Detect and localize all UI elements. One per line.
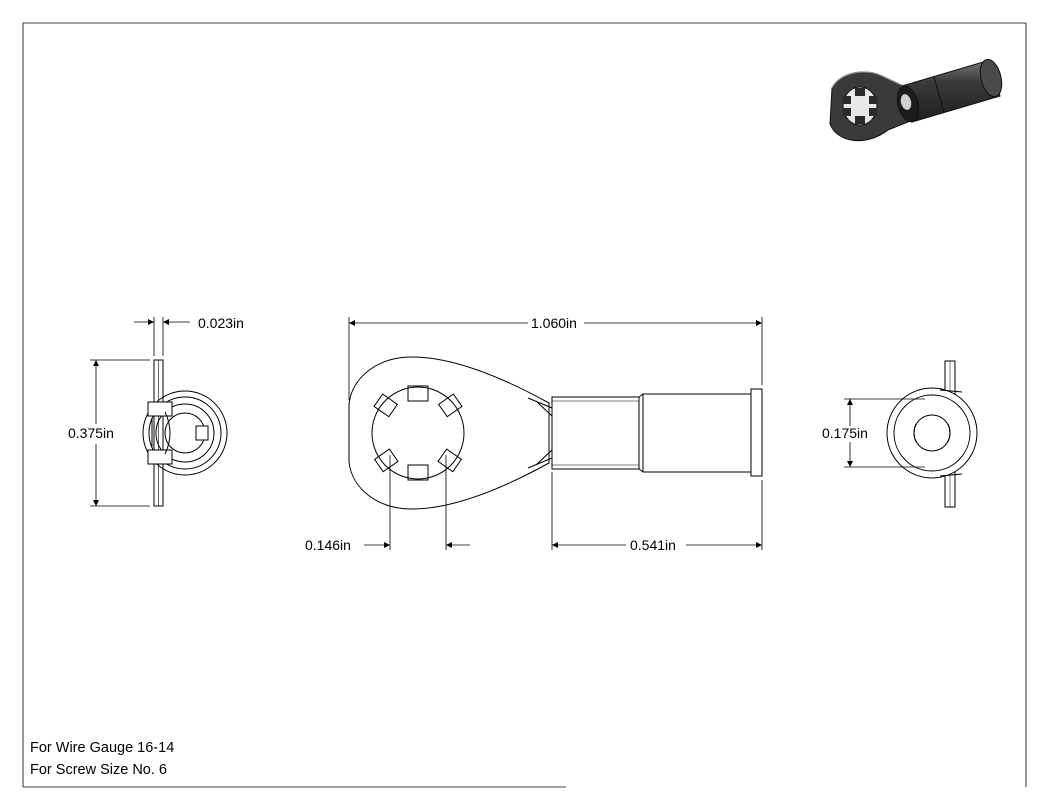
dim-side-height xyxy=(90,359,150,507)
top-view xyxy=(348,356,763,510)
dim-stud-hole xyxy=(364,455,470,550)
note-wire-gauge: For Wire Gauge 16-14 xyxy=(30,740,175,756)
dim-barrel-length xyxy=(551,472,763,550)
isometric-view xyxy=(829,58,1003,142)
dim-side-thickness xyxy=(134,317,190,356)
dim-barrel-id-label: 0.175in xyxy=(822,425,868,441)
note-screw-size: For Screw Size No. 6 xyxy=(30,762,167,778)
dim-barrel-length-label: 0.541in xyxy=(630,537,676,553)
dim-side-thickness-label: 0.023in xyxy=(198,315,244,331)
dim-stud-hole-label: 0.146in xyxy=(305,537,351,553)
side-view xyxy=(142,359,228,507)
sheet-border xyxy=(22,22,1027,788)
dim-barrel-id xyxy=(844,398,925,468)
dim-overall-length xyxy=(348,317,763,400)
dim-overall-length-label: 1.060in xyxy=(531,315,577,331)
dim-side-height-label: 0.375in xyxy=(68,425,114,441)
end-view xyxy=(886,360,978,508)
